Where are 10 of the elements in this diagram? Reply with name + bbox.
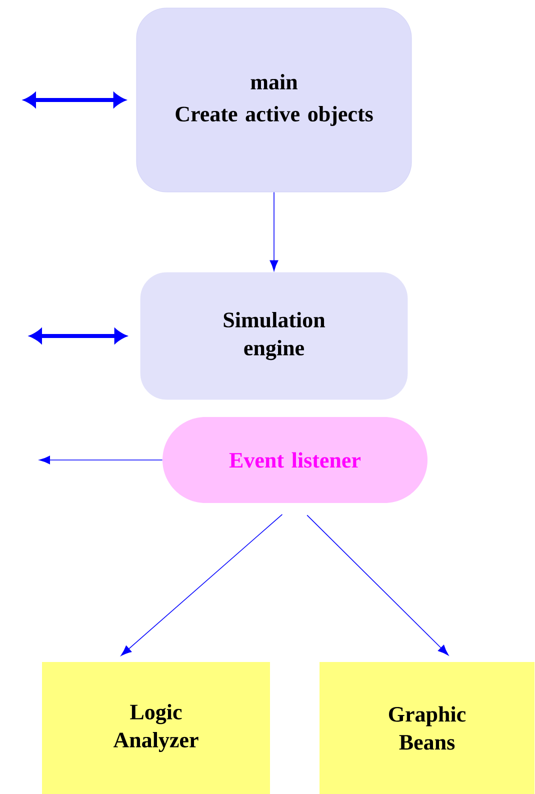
arrow xyxy=(120,514,283,656)
engine-box: Simulation engine xyxy=(140,272,408,400)
component-box: Graphic Beans xyxy=(320,662,534,794)
arrow xyxy=(39,456,163,464)
arrow xyxy=(306,514,449,656)
double-arrow xyxy=(24,92,126,108)
process-box: main Create active objects xyxy=(136,8,412,192)
component-box: Logic Analyzer xyxy=(42,662,270,794)
double-arrow xyxy=(30,328,126,344)
arrow xyxy=(270,192,278,272)
